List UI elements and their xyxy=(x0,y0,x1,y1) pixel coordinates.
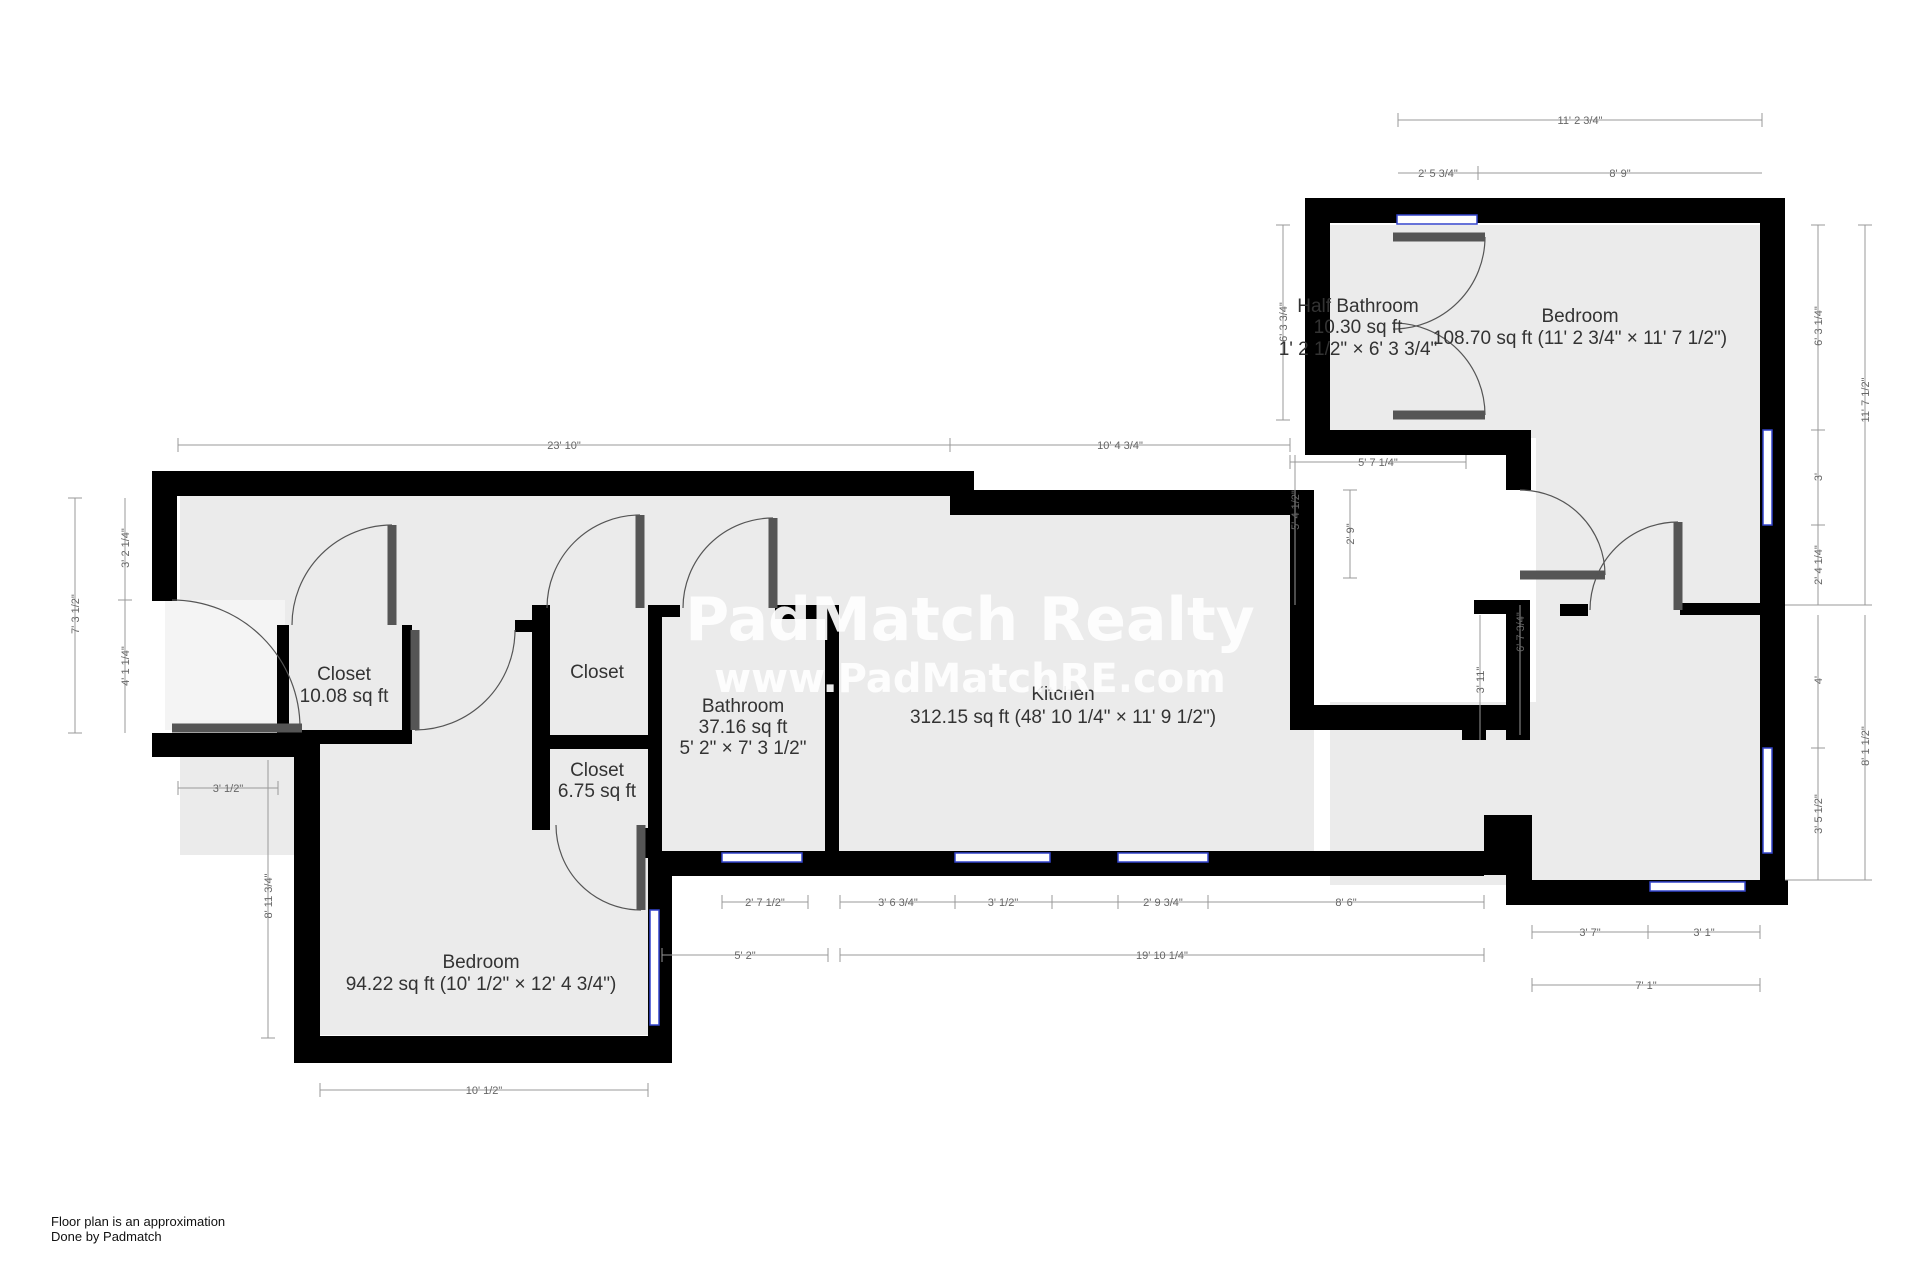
doors xyxy=(171,232,1683,911)
dim-top-right-window: 2' 5 3/4" xyxy=(1418,168,1458,180)
dimension-lines xyxy=(68,113,1872,1097)
dim-top-right-rest: 8' 9" xyxy=(1609,168,1630,180)
bedroom-right-name: Bedroom xyxy=(1541,306,1618,327)
closet-1-area: 10.08 sq ft xyxy=(300,686,389,707)
floor-areas xyxy=(180,225,1780,1035)
closet-3-area: 6.75 sq ft xyxy=(558,781,637,802)
dim-right-lower-window: 3' 5 1/2" xyxy=(1813,794,1825,834)
dim-right-lower: 4' xyxy=(1813,676,1825,684)
dim-top-mid-run: 10' 4 3/4" xyxy=(1097,440,1143,452)
dim-top-left-run: 23' 10" xyxy=(547,440,581,452)
watermark-title: PadMatch Realty xyxy=(685,585,1255,655)
bedroom-left-area: 94.22 sq ft (10' 1/2" × 12' 4 3/4") xyxy=(346,974,617,995)
closet-1-name: Closet xyxy=(317,664,372,685)
entry-landing xyxy=(165,600,285,730)
watermark-url: www.PadMatchRE.com xyxy=(714,656,1226,702)
dim-hall-inner: 2' 9" xyxy=(1345,523,1357,544)
dim-br-seg-2: 3' 1" xyxy=(1693,927,1714,939)
dim-bottom-seg-1: 3' 6 3/4" xyxy=(878,897,918,909)
dim-hall-height: 5' 4 1/2" xyxy=(1290,490,1302,530)
dim-bedroom-left-width: 10' 1/2" xyxy=(466,1085,503,1097)
dim-bottom-window-1: 2' 7 1/2" xyxy=(745,897,785,909)
half-bathroom-area: 10.30 sq ft xyxy=(1314,317,1403,338)
closet-3-name: Closet xyxy=(570,760,625,781)
dim-hall-lower: 6' 7 3/4" xyxy=(1515,612,1527,652)
bathroom-name: Bathroom xyxy=(702,696,784,717)
walls xyxy=(152,198,1788,1063)
kitchen-name: Kitchen xyxy=(1031,684,1094,705)
dim-br-seg-1: 3' 7" xyxy=(1579,927,1600,939)
dim-bottom-seg-2: 3' 1/2" xyxy=(988,897,1019,909)
dim-top-right-total: 11' 2 3/4" xyxy=(1558,115,1603,127)
bathroom-dims: 5' 2" × 7' 3 1/2" xyxy=(680,738,807,759)
dim-right-total-upper: 11' 7 1/2" xyxy=(1860,377,1872,422)
kitchen-area: 312.15 sq ft (48' 10 1/4" × 11' 9 1/2") xyxy=(910,707,1216,728)
dim-hall-width: 5' 7 1/4" xyxy=(1358,457,1398,469)
dim-right-mid-2: 2' 4 1/4" xyxy=(1813,545,1825,585)
bathroom-area: 37.16 sq ft xyxy=(699,717,788,738)
dim-bottom-gap-1: 5' 2" xyxy=(734,950,755,962)
dim-bottom-seg-4: 8' 6" xyxy=(1335,897,1356,909)
bedroom-right-area: 108.70 sq ft (11' 2 3/4" × 11' 7 1/2") xyxy=(1433,328,1727,349)
dim-br-total: 7' 1" xyxy=(1635,980,1656,992)
footer-line-2: Done by Padmatch xyxy=(51,1229,162,1244)
room-labels: Closet 10.08 sq ft Closet Closet 6.75 sq… xyxy=(300,296,1727,995)
closet-2-name: Closet xyxy=(570,662,625,683)
footer-line-1: Floor plan is an approximation xyxy=(51,1214,226,1229)
dim-left-upper: 3' 2 1/4" xyxy=(120,528,132,568)
dim-bedroom-left-height: 8' 11 3/4" xyxy=(263,873,275,918)
half-bathroom-name: Half Bathroom xyxy=(1297,296,1418,317)
dim-hall-lower-2: 3' 11" xyxy=(1475,667,1487,694)
bedroom-left-name: Bedroom xyxy=(442,952,519,973)
dimension-labels: 23' 10" 10' 4 3/4" 11' 2 3/4" 2' 5 3/4" … xyxy=(70,115,1872,1097)
windows xyxy=(649,214,1773,1026)
dim-left-lower: 4' 1 1/4" xyxy=(120,646,132,686)
dim-right-mid: 3' xyxy=(1813,473,1825,481)
dim-left-step: 3' 1/2" xyxy=(213,783,244,795)
watermark: PadMatch Realty www.PadMatchRE.com xyxy=(685,585,1255,702)
dim-bottom-total: 19' 10 1/4" xyxy=(1136,950,1188,962)
dim-right-upper: 6' 3 1/4" xyxy=(1813,306,1825,346)
stair-pocket xyxy=(1308,438,1536,702)
footer-note: Floor plan is an approximation Done by P… xyxy=(51,1214,225,1244)
dim-right-total-lower: 8' 1 1/2" xyxy=(1860,726,1872,766)
dim-left-total: 7' 3 1/2" xyxy=(70,594,82,634)
half-bathroom-dims: 1' 2 1/2" × 6' 3 3/4" xyxy=(1279,339,1438,360)
dim-bottom-seg-3: 2' 9 3/4" xyxy=(1143,897,1183,909)
dim-half-bath-height: 6' 3 3/4" xyxy=(1278,302,1290,342)
